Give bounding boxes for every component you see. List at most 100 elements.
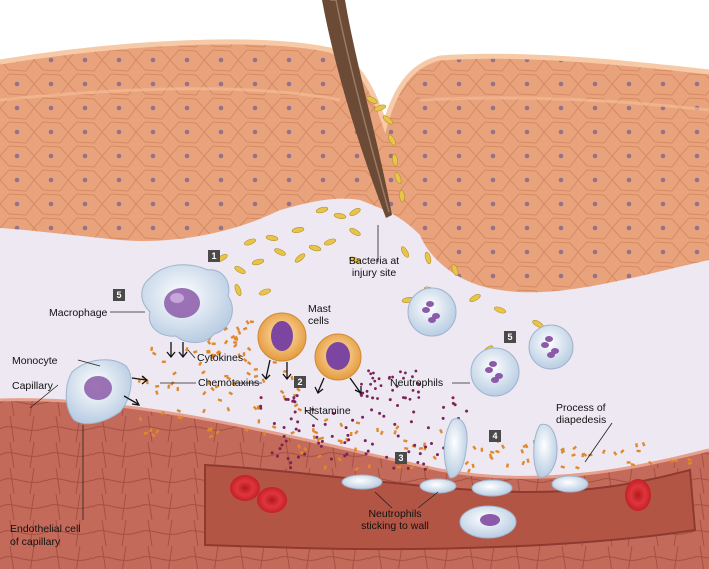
bacterium <box>291 227 305 233</box>
splinter <box>322 0 392 218</box>
histamine-dot <box>332 411 336 415</box>
label-chemotaxins: Chemotaxins <box>198 377 259 389</box>
chemotaxin-dot <box>349 431 353 437</box>
chemotaxin-dot <box>246 346 252 352</box>
histamine-dot <box>317 441 321 445</box>
svg-text:5: 5 <box>116 290 121 300</box>
histamine-dot <box>360 382 363 386</box>
neutrophil <box>407 287 457 337</box>
histamine-dot <box>293 410 297 414</box>
histamine-dot <box>376 397 379 400</box>
chemotaxin-dot <box>192 350 198 354</box>
histamine-dot <box>289 466 293 470</box>
chemotaxin-dot <box>155 384 160 388</box>
chemotaxin-dot <box>560 447 565 452</box>
chemotaxin-dot <box>339 422 344 428</box>
chemotaxin-dot <box>155 429 160 434</box>
histamine-dot <box>297 429 301 433</box>
chemotaxin-dot <box>572 445 577 451</box>
red-blood-cell <box>230 475 260 501</box>
bacterium <box>234 283 242 297</box>
label-diapedesis-2: diapedesis <box>556 414 606 426</box>
histamine-dot <box>369 372 373 376</box>
histamine-dot <box>275 454 279 458</box>
chemotaxin-dot <box>467 468 471 474</box>
step-marker: 3 <box>395 452 407 464</box>
bacterium <box>469 294 481 302</box>
chemotaxin-dot <box>138 416 142 422</box>
chemotaxin-dot <box>232 343 238 348</box>
chemotaxin-dot <box>489 455 494 461</box>
chemotaxin-dot <box>337 456 342 462</box>
chemotaxin-dot <box>272 361 277 364</box>
histamine-dot <box>311 424 315 428</box>
bacterium <box>258 288 272 296</box>
chemotaxin-dot <box>432 455 437 460</box>
bacterium <box>333 213 347 219</box>
histamine-dot <box>424 445 428 449</box>
histamine-dot <box>278 447 282 451</box>
histamine-dot <box>295 394 299 398</box>
histamine-dot <box>284 397 288 401</box>
chemotaxin-dot <box>297 444 301 449</box>
chemotaxin-dot <box>395 425 400 430</box>
label-sticking-1: Neutrophils <box>368 508 421 520</box>
histamine-dot <box>391 375 395 379</box>
bacterium <box>366 96 378 104</box>
histamine-dot <box>303 452 307 456</box>
histamine-dot <box>392 466 396 470</box>
histamine-dot <box>422 462 426 466</box>
chemotaxin-dot <box>471 463 475 469</box>
chemotaxin-dot <box>520 449 525 454</box>
step-marker: 1 <box>208 250 220 262</box>
chemotaxin-dot <box>208 434 214 439</box>
neutrophil <box>470 347 520 397</box>
step-markers: 1 2 3 4 5 5 <box>113 250 516 464</box>
histamine-dot <box>330 434 334 438</box>
label-cytokines: Cytokines <box>197 352 243 364</box>
chemotaxin-dot <box>279 389 285 395</box>
chemotaxin-dot <box>601 449 606 455</box>
chemotaxin-dot <box>206 340 212 345</box>
histamine-dot <box>388 398 392 402</box>
histamine-dot <box>296 455 300 459</box>
chemotaxin-dot <box>571 453 576 457</box>
svg-text:5: 5 <box>507 332 512 342</box>
chemotaxin-dot <box>271 425 277 430</box>
chemotaxin-dot <box>620 449 625 454</box>
chemotaxin-dot <box>293 403 299 408</box>
chemotaxin-dot <box>242 357 248 363</box>
chemotaxin-dot <box>211 342 216 346</box>
chemotaxin-dot <box>613 451 618 456</box>
chemotaxin-dot <box>560 449 566 454</box>
chemotaxin-dot <box>217 398 223 402</box>
chemotaxin-dot <box>149 427 153 433</box>
chemotaxin-dot <box>673 458 679 463</box>
chemotaxin-dot <box>323 465 328 470</box>
histamine-dot <box>284 439 288 443</box>
bacterium <box>234 266 246 274</box>
chemotaxin-dot <box>283 370 288 373</box>
red-blood-cells <box>230 475 651 513</box>
bacterium <box>274 248 286 256</box>
bacterium <box>308 244 322 252</box>
adhering-neutrophil <box>341 474 383 490</box>
chemotaxin-dot <box>234 337 239 341</box>
chemotaxin-dot <box>233 341 238 344</box>
histamine-dot <box>361 391 365 395</box>
histamine-dot <box>395 384 399 388</box>
chemotaxin-dot <box>206 349 211 353</box>
bacterium <box>493 306 507 314</box>
bacterium <box>382 115 394 125</box>
skin-layer <box>0 39 709 293</box>
histamine-dot <box>402 376 405 380</box>
bacterium <box>349 228 361 236</box>
histamine-dot <box>429 442 433 446</box>
label-mast-2: cells <box>308 315 329 327</box>
chemotaxin-dot <box>224 374 229 378</box>
histamine-dot <box>343 441 347 445</box>
chemotaxin-dot <box>198 361 203 366</box>
step-marker: 2 <box>294 376 306 388</box>
neutrophils-on-wall <box>341 418 589 539</box>
chemotaxin-dot <box>253 367 258 371</box>
